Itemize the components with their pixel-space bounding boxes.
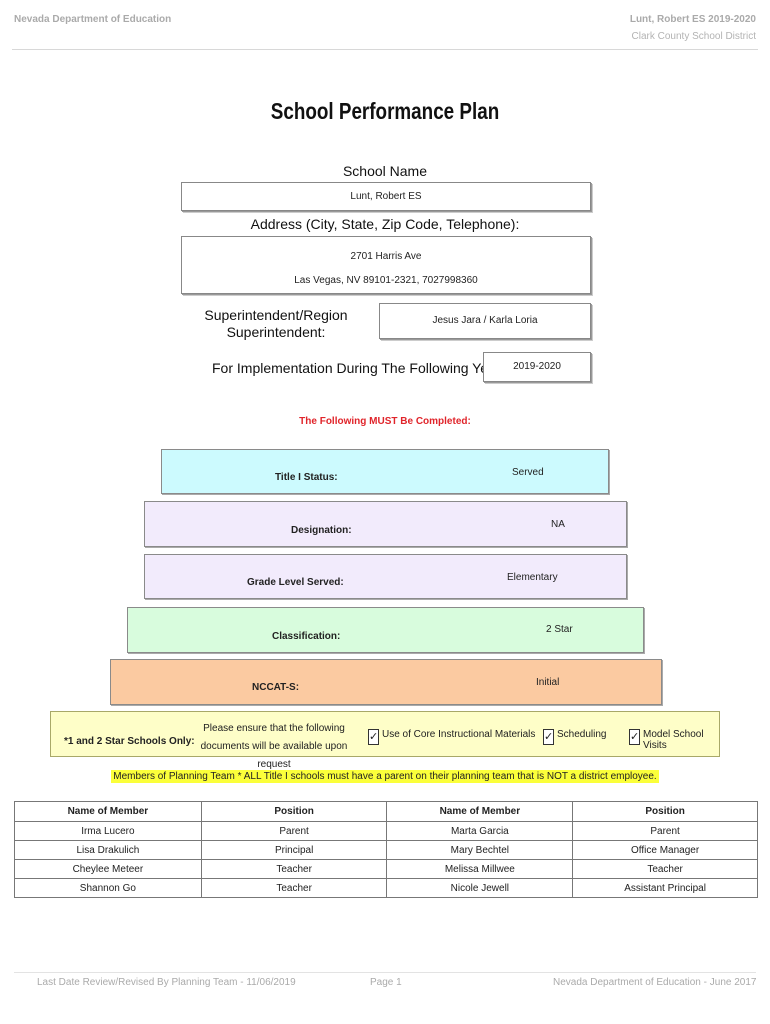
footer-review-date: Last Date Review/Revised By Planning Tea… [37,977,296,988]
star-schools-panel: *1 and 2 Star Schools Only: Please ensur… [50,711,720,770]
table-row: Shannon Go Teacher Nicole Jewell Assista… [14,878,758,898]
table-cell[interactable]: Marta Garcia [386,821,574,841]
title-i-status-row[interactable]: Title I Status: Served [161,449,609,494]
designation-row[interactable]: Designation: NA [144,501,627,547]
nccat-s-row[interactable]: NCCAT-S: Initial [110,659,662,705]
classification-row[interactable]: Classification: 2 Star [127,607,644,653]
table-cell[interactable]: Cheylee Meteer [14,859,202,879]
table-cell[interactable]: Parent [572,821,758,841]
table-cell[interactable]: Lisa Drakulich [14,840,202,860]
planning-team-note: Members of Planning Team * ALL Title I s… [0,770,770,783]
core-materials-checkbox[interactable]: ✓ [368,729,379,745]
table-cell[interactable]: Parent [200,821,388,841]
table-cell[interactable]: Office Manager [572,840,758,860]
classification-label: Classification: [272,631,341,642]
address-line-1: 2701 Harris Ave [350,251,422,262]
title-i-status-label: Title I Status: [275,472,338,483]
star-schools-prompt-line-1: Please ensure that the following [203,723,345,734]
scheduling-checkbox[interactable]: ✓ [543,729,554,745]
table-cell[interactable]: Mary Bechtel [386,840,574,860]
core-materials-label: Use of Core Instructional Materials [382,729,536,740]
school-name-label: School Name [342,163,428,179]
superintendent-field[interactable]: Jesus Jara / Karla Loria [379,303,591,339]
address-field[interactable]: 2701 Harris Ave Las Vegas, NV 89101-2321… [181,236,591,294]
implementation-years-field[interactable]: 2019-2020 [483,352,591,382]
must-complete-notice: The Following MUST Be Completed: [299,416,471,427]
header-agency: Nevada Department of Education [14,14,172,25]
nccat-s-value: Initial [536,677,560,688]
scheduling-label: Scheduling [557,729,607,740]
header-divider [12,49,758,50]
grade-level-row[interactable]: Grade Level Served: Elementary [144,554,627,599]
table-cell[interactable]: Irma Lucero [14,821,202,841]
column-header: Name of Member [14,801,202,822]
table-cell[interactable]: Assistant Principal [572,878,758,898]
implementation-years-label: For Implementation During The Following … [212,360,512,376]
star-schools-prompt-line-2: documents will be available upon request [200,741,348,770]
table-cell[interactable]: Shannon Go [14,878,202,898]
grade-level-value: Elementary [507,572,558,583]
title-i-status-value: Served [512,467,544,478]
table-row: Cheylee Meteer Teacher Melissa Millwee T… [14,859,758,879]
star-schools-prompt: Please ensure that the following documen… [194,720,354,774]
grade-level-label: Grade Level Served: [247,577,344,588]
school-name-field[interactable]: Lunt, Robert ES [181,182,591,211]
superintendent-label-line-2: Superintendent: [226,324,326,340]
superintendent-label: Superintendent/Region Superintendent: [186,307,366,341]
address-label: Address (City, State, Zip Code, Telephon… [250,216,520,232]
table-row: Irma Lucero Parent Marta Garcia Parent [14,821,758,841]
designation-value: NA [551,519,565,530]
table-header-row: Name of Member Position Name of Member P… [14,801,758,822]
address-line-2: Las Vegas, NV 89101-2321, 7027998360 [294,275,478,286]
planning-team-table: Name of Member Position Name of Member P… [14,801,758,898]
table-row: Lisa Drakulich Principal Mary Bechtel Of… [14,840,758,860]
table-cell[interactable]: Teacher [200,859,388,879]
table-cell[interactable]: Melissa Millwee [386,859,574,879]
footer-divider [14,972,756,973]
table-cell[interactable]: Teacher [572,859,758,879]
footer-page-number: Page 1 [370,977,402,988]
column-header: Position [572,801,758,822]
classification-value: 2 Star [546,624,573,635]
model-school-visits-label: Model School Visits [643,729,704,751]
column-header: Name of Member [386,801,574,822]
designation-label: Designation: [291,525,352,536]
header-district: Clark County School District [631,31,756,42]
table-cell[interactable]: Nicole Jewell [386,878,574,898]
nccat-s-label: NCCAT-S: [252,682,300,693]
superintendent-label-line-1: Superintendent/Region [204,307,348,323]
header-school-year: Lunt, Robert ES 2019-2020 [629,14,756,25]
table-cell[interactable]: Teacher [200,878,388,898]
star-schools-label: *1 and 2 Star Schools Only: [64,736,195,747]
footer-source: Nevada Department of Education - June 20… [553,977,757,988]
planning-team-note-text: Members of Planning Team * ALL Title I s… [111,770,659,783]
model-school-visits-checkbox[interactable]: ✓ [629,729,640,745]
page-title: School Performance Plan [270,98,500,124]
column-header: Position [200,801,388,822]
table-cell[interactable]: Principal [200,840,388,860]
